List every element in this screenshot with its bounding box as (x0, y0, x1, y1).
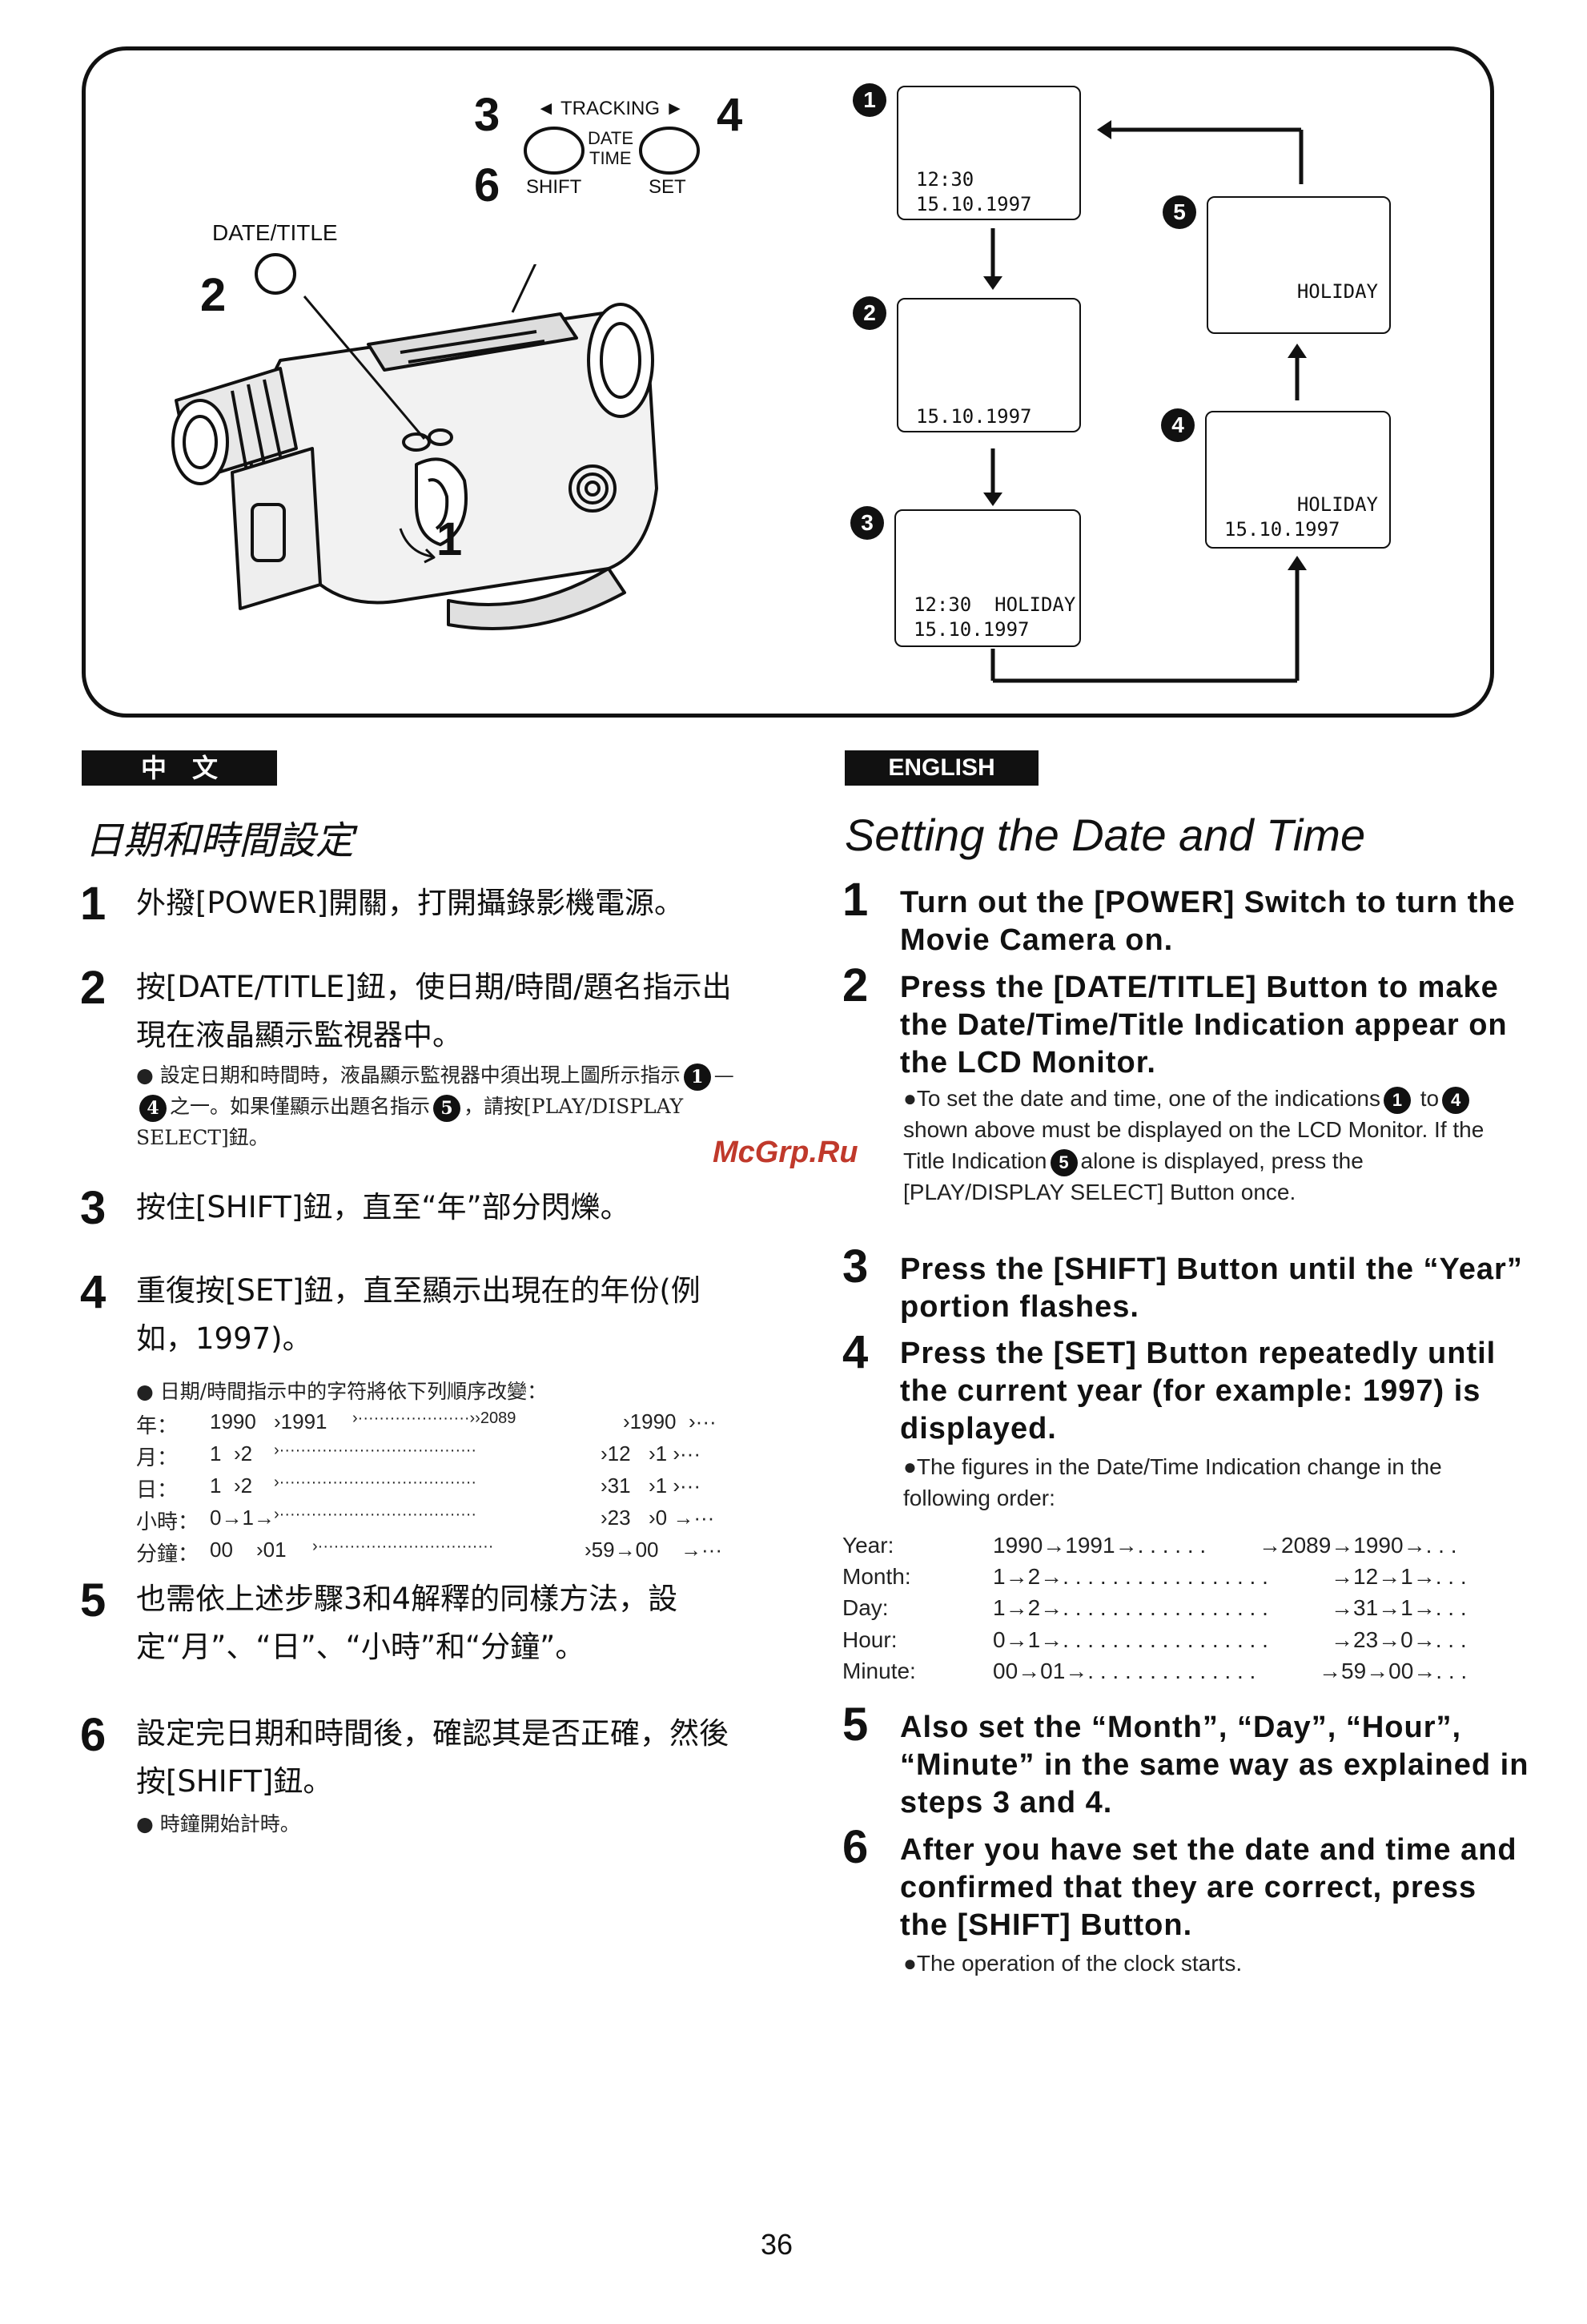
cn-step-3-text: 按住[SHIFT]鈕，直至“年”部分閃爍。 (136, 1190, 630, 1224)
en-step-5-text: Also set the “Month”, “Day”, “Hour”, “Mi… (900, 1711, 1529, 1819)
screen-marker-1: 1 (853, 83, 886, 117)
en-step-6-num: 6 (842, 1821, 869, 1873)
screen-marker-2: 2 (853, 296, 886, 330)
cn-step-4-num: 4 (80, 1266, 106, 1318)
cn-step-5-num: 5 (80, 1574, 106, 1626)
en-step-2-text: Press the [DATE/TITLE] Button to make th… (900, 971, 1508, 1080)
en-step-4-text: Press the [SET] Button repeatedly until … (900, 1337, 1497, 1445)
cn-step-1-text: 外撥[POWER]開關，打開攝錄影機電源。 (136, 886, 684, 920)
flow-arrows (983, 120, 1307, 683)
step-3-marker: 3 (474, 89, 500, 141)
cn-seq-row-year: 年：1990›1991›·····················››2089›… (136, 1409, 717, 1437)
en-step-1-text: Turn out the [POWER] Switch to turn the … (900, 886, 1516, 957)
screen-2-date: 15.10.1997 (916, 405, 1032, 428)
en-seq-row-year: Year:1990→1991→. . . . . .→2089→1990→. .… (842, 1533, 1457, 1558)
en-step-2-num: 2 (842, 959, 869, 1011)
marker-5: 5 (1050, 1148, 1078, 1176)
shift-set-buttons (524, 127, 700, 175)
en-step-6-text: After you have set the date and time and… (900, 1833, 1517, 1942)
en-step-4-note: ●The figures in the Date/Time Indication… (903, 1454, 1442, 1510)
cn-step-6-num: 6 (80, 1709, 106, 1761)
screen-1-time: 12:30 (916, 168, 974, 191)
diagram-panel (82, 46, 1494, 718)
date-label: DATE (588, 128, 634, 148)
screen-3-date: 15.10.1997 (914, 618, 1030, 641)
cn-seq-row-minute: 分鐘：00›01›·······························… (136, 1538, 722, 1566)
cn-seq-row-hour: 小時：0→1→›································… (136, 1506, 715, 1534)
en-seq-row-hour: Hour:0→1→. . . . . . . . . . . . . . . .… (842, 1627, 1467, 1652)
cn-step-2-text: 按[DATE/TITLE]鈕，使日期/時間/題名指示出現在液晶顯示監視器中。 (136, 970, 732, 1052)
screen-1-date: 15.10.1997 (916, 193, 1032, 215)
screen-marker-4: 4 (1161, 408, 1195, 442)
cn-step-6-note: ● 時鐘開始計時。 (136, 1812, 300, 1835)
step-2-marker: 2 (200, 269, 227, 321)
english-section-label: ENGLISH (845, 750, 1039, 786)
step-1-marker: 1 (436, 513, 463, 565)
en-step-1-num: 1 (842, 874, 869, 926)
watermark: McGrp.Ru (713, 1136, 858, 1169)
en-step-6-note: ●The operation of the clock starts. (903, 1951, 1243, 1976)
en-step-2-note: ●To set the date and time, one of the in… (903, 1086, 1485, 1204)
time-label: TIME (589, 148, 632, 168)
cn-step-3-num: 3 (80, 1182, 106, 1234)
screen-marker-3: 3 (850, 506, 884, 540)
en-seq-row-month: Month:1→2→. . . . . . . . . . . . . . . … (842, 1564, 1467, 1589)
cn-seq-row-month: 月：1›2›··································… (136, 1441, 701, 1470)
chinese-title: 日期和時間設定 (85, 818, 355, 863)
marker-5: 5 (433, 1094, 461, 1122)
en-step-3-text: Press the [SHIFT] Button until the “Year… (900, 1252, 1523, 1324)
en-step-4-num: 4 (842, 1326, 869, 1378)
cn-step-4-text: 重復按[SET]鈕，直至顯示出現在的年份(例如，1997)。 (136, 1273, 701, 1356)
tracking-label: ◄ TRACKING ► (536, 98, 685, 119)
date-title-label: DATE/TITLE (212, 220, 338, 245)
cn-step-6-text: 設定完日期和時間後，確認其是否正確，然後按[SHIFT]鈕。 (136, 1716, 729, 1799)
en-step-5-num: 5 (842, 1699, 869, 1751)
cn-step-5-text: 也需依上述步驟3和4解釋的同樣方法，設定“月”、“日”、“小時”和“分鐘”。 (136, 1582, 678, 1664)
screen-marker-5: 5 (1163, 195, 1196, 229)
screen-1: 12:30 15.10.1997 (897, 86, 1081, 220)
marker-4: 4 (1442, 1086, 1470, 1114)
cn-step-1-num: 1 (80, 878, 106, 930)
cn-seq-row-day: 日：1›2›··································… (136, 1474, 701, 1502)
screen-5: HOLIDAY (1207, 196, 1391, 334)
cn-step-2-num: 2 (80, 962, 106, 1014)
date-title-button (255, 253, 296, 295)
marker-1: 1 (1383, 1086, 1411, 1114)
screen-5-title: HOLIDAY (1296, 280, 1378, 303)
step-6-marker: 6 (474, 159, 500, 211)
camcorder-illustration (171, 264, 658, 630)
set-label: SET (649, 176, 686, 198)
en-seq-row-minute: Minute:00→01→. . . . . . . . . . . . . .… (842, 1659, 1468, 1683)
screen-2: 15.10.1997 (897, 298, 1081, 432)
cn-step-4-note: ● 日期/時間指示中的字符將依下列順序改變： (136, 1380, 548, 1403)
chinese-section-label: 中 文 (82, 750, 277, 786)
screen-4-title: HOLIDAY (1296, 493, 1378, 516)
page-number: 36 (761, 2228, 794, 2261)
step-4-marker: 4 (717, 89, 743, 141)
screen-3-time-title: 12:30 HOLIDAY (914, 593, 1076, 616)
english-title: Setting the Date and Time (845, 810, 1366, 860)
screen-3: 12:30 HOLIDAY 15.10.1997 (894, 509, 1081, 647)
marker-1: 1 (683, 1063, 711, 1091)
en-seq-row-day: Day:1→2→. . . . . . . . . . . . . . . . … (842, 1595, 1467, 1620)
screen-4-date: 15.10.1997 (1224, 518, 1340, 541)
screen-4: HOLIDAY 15.10.1997 (1205, 411, 1391, 549)
en-step-3-num: 3 (842, 1240, 869, 1293)
shift-label: SHIFT (526, 176, 582, 198)
marker-4: 4 (139, 1094, 167, 1122)
